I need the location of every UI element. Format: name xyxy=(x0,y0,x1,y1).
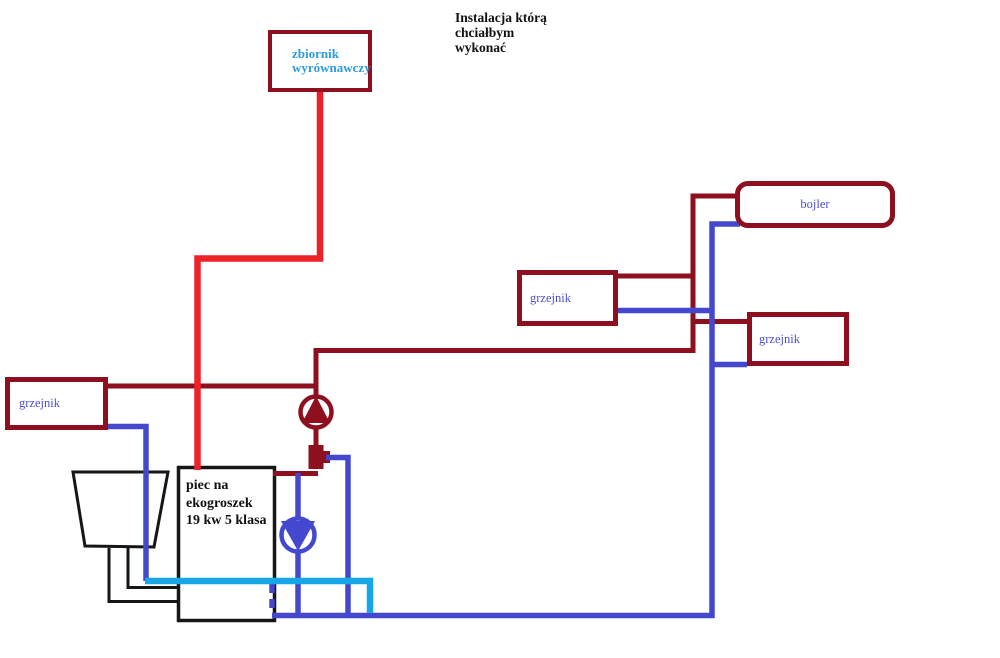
pipe-cold-radiator-left xyxy=(108,423,149,581)
fuel-feeder-duct xyxy=(107,548,180,603)
fuel-hopper xyxy=(71,470,170,549)
diagram-title-line: wykonać xyxy=(455,40,507,55)
pipe-hot-main-riser xyxy=(313,193,737,448)
pump-icon-blue xyxy=(279,516,317,554)
valve-fitting xyxy=(308,445,330,469)
radiator-label: grzejnik xyxy=(530,290,571,305)
expansion-tank-box: zbiornik wyrównawczy xyxy=(268,30,372,92)
furnace-label-line: ekogroszek xyxy=(186,495,253,511)
furnace-label: piec na ekogroszek 19 kw 5 klasa xyxy=(186,477,267,530)
radiator-right-box: grzejnik xyxy=(747,312,849,366)
pipe-cold-light-line xyxy=(145,577,374,613)
expansion-tank-label: wyrównawczy xyxy=(292,60,371,75)
radiator-label: grzejnik xyxy=(19,396,60,410)
radiator-left-box: grzejnik xyxy=(5,377,108,430)
pump-icon-red xyxy=(298,394,334,430)
expansion-tank-label: zbiornik xyxy=(292,45,339,61)
boiler-box: bojler xyxy=(735,181,895,228)
pipe-hot-expansion-tank xyxy=(194,88,324,470)
furnace-label-line: 19 kw 5 klasa xyxy=(186,513,267,528)
pipe-cold-main-return xyxy=(272,221,740,619)
radiator-middle-box: grzejnik xyxy=(517,270,618,326)
furnace-box xyxy=(176,465,277,623)
diagram-title: Instalacja którą chciałbym wykonać xyxy=(455,10,547,55)
diagram-title-line: Instalacja którą xyxy=(455,10,547,25)
boiler-label: bojler xyxy=(800,197,830,211)
pipe-cold-valve-drop xyxy=(326,454,351,613)
pipe-cold-return xyxy=(108,221,747,619)
pipe-hot-supply xyxy=(108,193,747,476)
furnace-label-line: piec na xyxy=(186,478,229,493)
diagram-title-line: chciałbym xyxy=(455,25,515,40)
radiator-label: grzejnik xyxy=(759,331,800,346)
